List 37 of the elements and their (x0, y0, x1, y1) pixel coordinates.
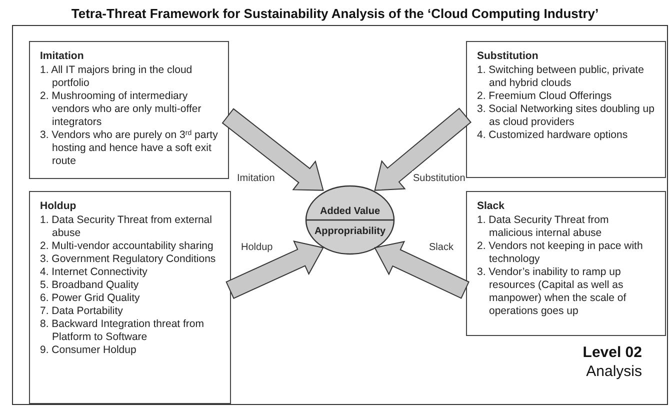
ellipse-text: Added Value (318, 205, 381, 219)
list-item: 3. Government Regulatory Conditions (40, 253, 217, 266)
block-arrow (222, 108, 324, 191)
edge-label: Holdup (240, 240, 274, 255)
box-heading: Slack (477, 200, 506, 213)
diagram-title: Tetra-Threat Framework for Sustainability Analysis of the ‘Cloud Computing Industry’ (70, 5, 600, 23)
list-item: 2. Vendors not keeping in pace with technology (477, 240, 644, 266)
block-arrow (374, 240, 470, 299)
frame (12, 25, 668, 405)
list-item: 3. Social Networking sites doubling up as cloud providers (477, 103, 655, 129)
ellipse-text: Appropriability (313, 225, 387, 239)
list-item: 5. Broadband Quality (40, 279, 140, 292)
list-item: 3. Vendors who are purely on 3$^{rd}$ party hosting and hence have a soft exit route (40, 129, 218, 168)
threat-box (29, 191, 231, 404)
analysis-label: Analysis (586, 362, 642, 382)
box-heading: Imitation (40, 50, 85, 63)
level-label: Level 02 (582, 343, 642, 363)
list-item: 1. All IT majors bring in the cloud portfolio (40, 64, 194, 90)
block-arrow (226, 240, 324, 299)
box-heading: Holdup (40, 200, 78, 213)
threat-box (466, 191, 666, 336)
list-item: 2. Freemium Cloud Offerings (477, 90, 613, 103)
list-item: 9. Consumer Holdup (40, 344, 138, 357)
list-item: 2. Multi-vendor accountability sharing (40, 240, 214, 253)
list-item: 1. Data Security Threat from external abuse (40, 214, 213, 240)
block-arrow (374, 108, 472, 191)
list-item: 1. Data Security Threat from malicious internal abuse (477, 214, 610, 240)
list-item: 6. Power Grid Quality (40, 292, 141, 305)
threat-box (29, 41, 229, 179)
list-item: 8. Backward Integration threat from Platform to Software (40, 318, 205, 344)
list-item: 7. Data Portability (40, 305, 124, 318)
list-item: 1. Switching between public, private and hybrid clouds (477, 64, 645, 90)
list-item: 3. Vendor’s inability to ramp up resources (Capital as well as manpower) when the scale of operations goes up (477, 266, 628, 318)
box-heading: Substitution (477, 50, 540, 63)
list-item: 4. Customized hardware options (477, 129, 629, 142)
threat-box (466, 41, 666, 178)
list-item: 4. Internet Connectivity (40, 266, 148, 279)
